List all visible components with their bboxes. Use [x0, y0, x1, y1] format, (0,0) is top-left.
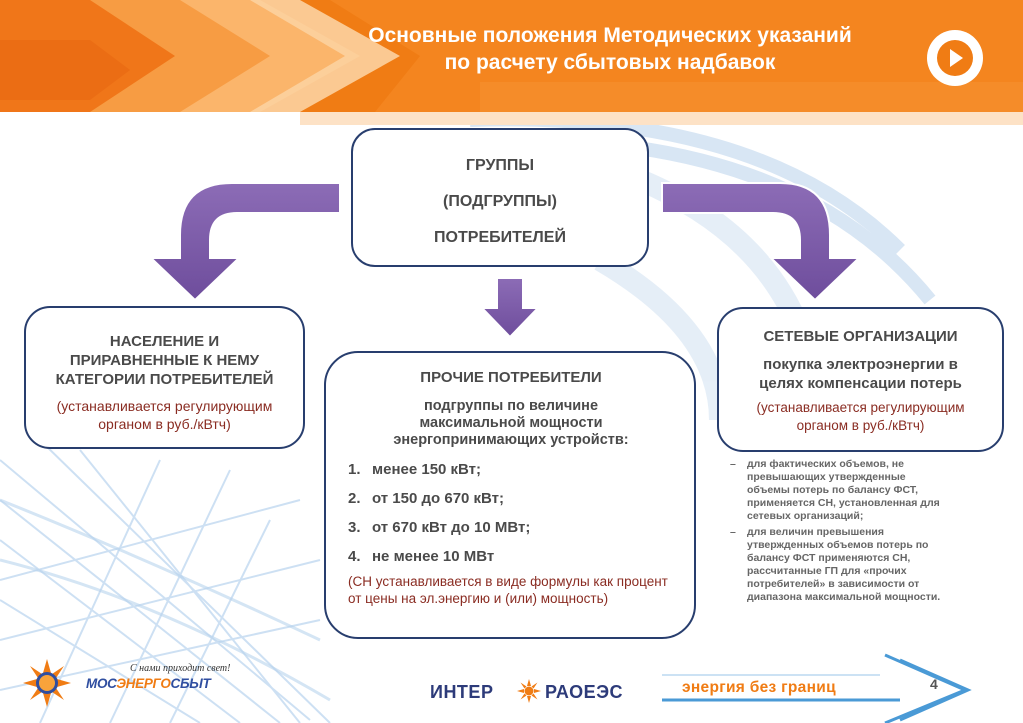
groups-line-3: ПОТРЕБИТЕЛЕЙ: [434, 229, 566, 246]
other-note-line-1: (СН устанавливается в виде формулы как п…: [348, 574, 668, 589]
header-arrows-graphic: [0, 0, 1023, 125]
header-banner: Основные положения Методических указаний…: [0, 0, 1023, 125]
inter-rao-wordmark-right: РАОЕЭС: [545, 682, 623, 702]
network-organizations-box: СЕТЕВЫЕ ОРГАНИЗАЦИИ покупка электроэнерг…: [717, 307, 1004, 452]
title-line-2: по расчету сбытовых надбавок: [444, 51, 776, 74]
other-note: (СН устанавливается в виде формулы как п…: [348, 573, 674, 607]
other-sub-line-2: максимальной мощности: [419, 415, 603, 431]
title-line-1: Основные положения Методических указаний: [368, 24, 852, 47]
mosenergosbyt-wordmark: МОСЭНЕРГОСБЫТ: [86, 676, 211, 691]
population-box: НАСЕЛЕНИЕ И ПРИРАВНЕННЫЕ К НЕМУ КАТЕГОРИ…: [24, 306, 305, 449]
network-notes-list: – для фактических объемов, не превышающи…: [730, 458, 1000, 607]
other-sub-line-3: энергопринимающих устройств:: [393, 432, 629, 448]
page-number: 4: [930, 676, 938, 692]
slogan-text: энергия без границ: [682, 679, 836, 696]
population-line-1: НАСЕЛЕНИЕ И: [109, 333, 220, 350]
list-item: – для величин превышения утвержденных об…: [730, 526, 941, 603]
network-sub-line-2: целях компенсации потерь: [759, 375, 962, 392]
other-sub-line-1: подгруппы по величине: [423, 398, 599, 414]
population-line-2: ПРИРАВНЕННЫЕ К НЕМУ: [69, 352, 260, 369]
list-item: 4.не менее 10 МВт: [348, 548, 495, 565]
groups-line-2: (ПОДГРУППЫ): [443, 193, 557, 210]
other-note-line-2: от цены на эл.энергию и (или) мощность): [348, 591, 609, 606]
network-subtitle: покупка электроэнергии в целях компенсац…: [719, 355, 1002, 393]
other-consumers-box: ПРОЧИЕ ПОТРЕБИТЕЛИ подгруппы по величине…: [324, 351, 696, 639]
network-sub-line-1: покупка электроэнергии в: [763, 356, 958, 373]
network-title: СЕТЕВЫЕ ОРГАНИЗАЦИИ: [763, 328, 958, 345]
population-note-line-1: (устанавливается регулирующим: [56, 398, 273, 414]
play-icon: [937, 40, 973, 76]
other-subtitle: подгруппы по величине максимальной мощно…: [348, 398, 674, 449]
list-item: 2.от 150 до 670 кВт;: [348, 490, 505, 507]
groups-line-1: ГРУППЫ: [465, 157, 535, 174]
inter-rao-wordmark-left: ИНТЕР: [430, 682, 494, 702]
network-note-line-1: (устанавливается регулирующим: [756, 400, 965, 415]
list-item: 3.от 670 кВт до 10 МВт;: [348, 519, 531, 536]
mosenergosbyt-slogan: С нами приходит свет!: [130, 663, 231, 674]
inter-rao-sun-icon: [517, 679, 541, 703]
mosenergosbyt-logo-icon: [23, 659, 71, 707]
page-title: Основные положения Методических указаний…: [330, 22, 890, 76]
other-title: ПРОЧИЕ ПОТРЕБИТЕЛИ: [420, 369, 602, 386]
network-note-line-2: органом в руб./кВтч): [796, 418, 925, 433]
population-note-line-2: органом в руб./кВтч): [98, 416, 231, 432]
play-button[interactable]: [927, 30, 983, 86]
groups-box: ГРУППЫ (ПОДГРУППЫ) ПОТРЕБИТЕЛЕЙ: [351, 128, 649, 267]
capacity-list: 1.менее 150 кВт; 2.от 150 до 670 кВт; 3.…: [348, 455, 674, 571]
list-item: – для фактических объемов, не превышающи…: [730, 458, 940, 522]
population-line-3: КАТЕГОРИИ ПОТРЕБИТЕЛЕЙ: [55, 371, 274, 388]
network-note: (устанавливается регулирующим органом в …: [719, 399, 1002, 435]
list-item: 1.менее 150 кВт;: [348, 461, 482, 478]
population-note: (устанавливается регулирующим органом в …: [26, 397, 303, 433]
